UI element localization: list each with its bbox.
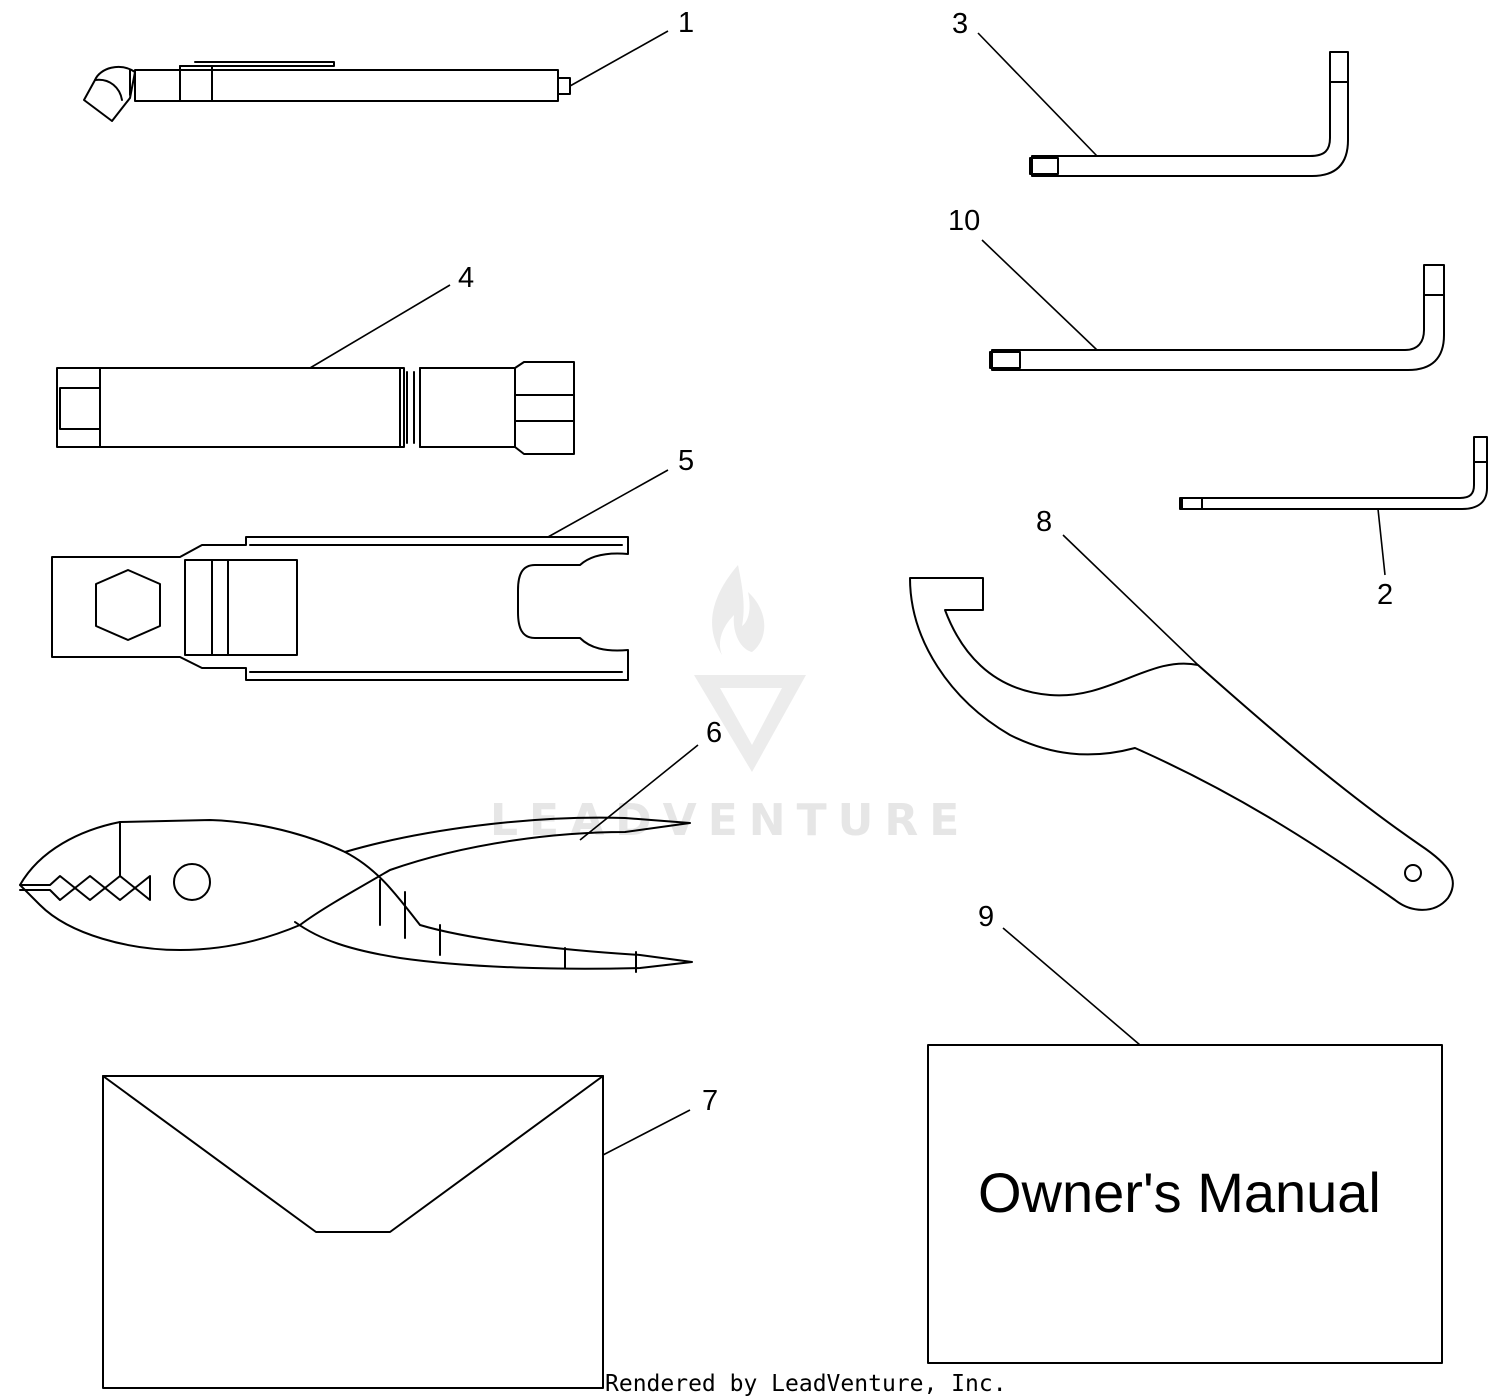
callout-6: 6 bbox=[706, 717, 722, 749]
leader-3 bbox=[977, 32, 1098, 157]
part-3-hex-key bbox=[1029, 51, 1349, 177]
part-7-envelope bbox=[102, 1075, 604, 1389]
callout-5: 5 bbox=[678, 445, 694, 477]
leader-5 bbox=[547, 469, 669, 538]
part-9-owners-manual: Owner's Manual bbox=[927, 1044, 1443, 1364]
flame-logo-icon bbox=[712, 565, 765, 655]
leader-2 bbox=[1377, 508, 1386, 576]
leader-lines bbox=[309, 30, 1386, 1156]
callout-1: 1 bbox=[678, 7, 694, 39]
callout-2: 2 bbox=[1377, 579, 1393, 611]
part-4-spark-plug-wrench bbox=[56, 361, 575, 455]
part-2-hex-key bbox=[1179, 436, 1488, 510]
leader-6 bbox=[579, 744, 699, 841]
leader-9 bbox=[1002, 927, 1141, 1046]
part-8-spanner-wrench bbox=[909, 577, 1454, 911]
callouts: 1 3 10 2 4 5 6 7 8 9 bbox=[458, 7, 1393, 1117]
rendered-by-credit: Rendered by LeadVenture, Inc. bbox=[605, 1371, 1007, 1397]
part-1-pressure-gauge bbox=[83, 61, 571, 122]
callout-8: 8 bbox=[1036, 506, 1052, 538]
part-5-wrench bbox=[51, 536, 629, 681]
callout-7: 7 bbox=[702, 1085, 718, 1117]
leader-1 bbox=[569, 30, 669, 87]
part-6-pliers bbox=[19, 816, 693, 973]
leader-10 bbox=[981, 239, 1098, 351]
leader-7 bbox=[602, 1109, 691, 1156]
callout-3: 3 bbox=[952, 8, 968, 40]
watermark-text: LEADVENTURE bbox=[490, 795, 970, 846]
callout-4: 4 bbox=[458, 262, 474, 294]
leader-8 bbox=[1062, 534, 1199, 666]
callout-9: 9 bbox=[978, 901, 994, 933]
leadventure-watermark: LEADVENTURE bbox=[490, 565, 970, 846]
manual-title: Owner's Manual bbox=[978, 1161, 1381, 1224]
leader-4 bbox=[309, 284, 451, 369]
callout-10: 10 bbox=[948, 205, 980, 237]
v-logo-icon bbox=[694, 675, 806, 772]
part-10-hex-key bbox=[989, 264, 1445, 371]
